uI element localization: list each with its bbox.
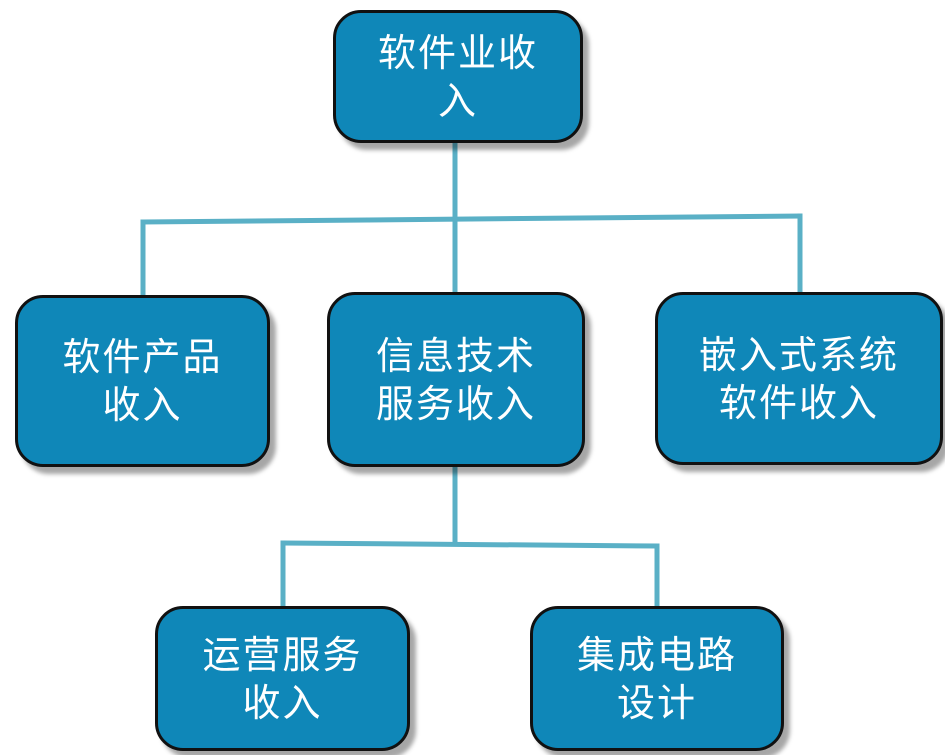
root-box-software-revenue: 软件业收 入 bbox=[333, 10, 583, 143]
operations-services-line-1: 运营服务 bbox=[202, 632, 363, 677]
ic-design-line-1: 集成电路 bbox=[576, 632, 737, 677]
root-box-line-1: 软件业收 bbox=[377, 30, 538, 75]
ic-design-line-2: 设计 bbox=[616, 680, 697, 725]
box-embedded-systems: 嵌入式系统 软件收入 bbox=[655, 292, 943, 465]
operations-services-line-2: 收入 bbox=[242, 680, 323, 725]
software-products-line-1: 软件产品 bbox=[62, 335, 223, 379]
connector-level1-bar bbox=[140, 213, 803, 225]
embedded-systems-line-1: 嵌入式系统 bbox=[698, 332, 899, 377]
box-software-products: 软件产品 收入 bbox=[15, 295, 270, 467]
connector-level2-bar bbox=[280, 540, 660, 549]
embedded-systems-line-2: 软件收入 bbox=[718, 380, 879, 425]
box-ic-design: 集成电路 设计 bbox=[530, 606, 784, 751]
box-it-services: 信息技术 服务收入 bbox=[327, 292, 585, 467]
root-box-line-2: 入 bbox=[437, 78, 478, 123]
box-operations-services: 运营服务 收入 bbox=[155, 606, 410, 751]
it-services-line-1: 信息技术 bbox=[375, 333, 536, 378]
software-products-line-2: 收入 bbox=[102, 383, 183, 427]
it-services-line-2: 服务收入 bbox=[375, 381, 536, 426]
